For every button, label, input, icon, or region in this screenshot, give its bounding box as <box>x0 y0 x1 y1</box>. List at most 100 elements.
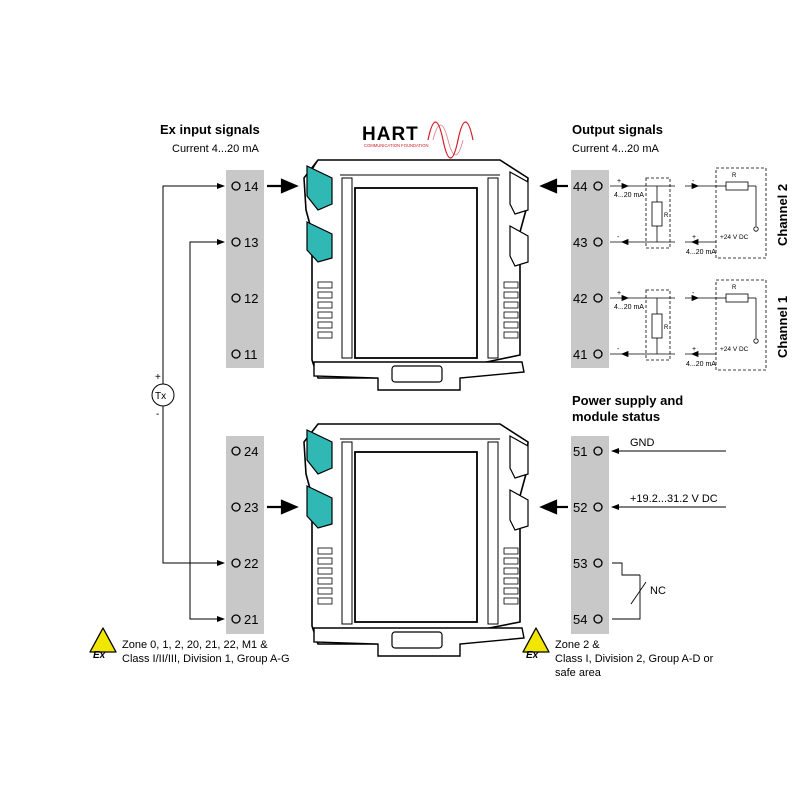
transmitter-minus: - <box>156 409 159 420</box>
channel-2-circuit <box>610 167 767 259</box>
transmitter-loop <box>162 183 225 622</box>
svg-text:-: - <box>692 178 695 185</box>
terminal-circle <box>231 349 241 359</box>
right-zone-line1: Zone 2 & <box>555 639 600 651</box>
loop-current-label: 4...20 mA <box>614 304 644 311</box>
arrow-icon <box>280 178 299 194</box>
module-housing-top <box>303 159 529 391</box>
svg-text:+: + <box>692 234 696 241</box>
terminal-circle <box>593 293 603 303</box>
terminal-strip-left-bottom <box>226 436 264 634</box>
svg-text:-: - <box>692 290 695 297</box>
hart-logo-text: HART <box>362 124 419 145</box>
svg-text:-: - <box>617 234 620 241</box>
resistor-label: R <box>732 173 737 179</box>
module-accent <box>306 165 333 211</box>
right-zone-line2: Class I, Division 2, Group A-D or <box>555 653 714 665</box>
ex-symbol-text: Ex <box>93 650 106 661</box>
module-accent <box>306 429 333 475</box>
output-heading: Output signals <box>572 122 663 137</box>
terminal-circle <box>593 558 603 568</box>
terminal-label: 14 <box>244 179 258 194</box>
terminal-circle <box>593 181 603 191</box>
terminal-label: 21 <box>244 612 258 627</box>
channel-1-label: Channel 1 <box>775 296 790 358</box>
voltage-label: +19.2...31.2 V DC <box>630 493 718 505</box>
terminal-circle <box>231 502 241 512</box>
power-heading-line1: Power supply and <box>572 393 684 408</box>
terminal-label: 44 <box>573 179 587 194</box>
resistor-label: R <box>664 325 669 331</box>
hart-wave-icon <box>427 121 474 159</box>
ex-input-subheading: Current 4...20 mA <box>172 143 259 155</box>
terminal-circle <box>593 614 603 624</box>
module-accent <box>306 485 333 529</box>
module-housing-bottom <box>303 423 529 657</box>
channel-1-circuit <box>610 279 767 371</box>
loop-current-label: 4...20 mA <box>614 192 644 199</box>
terminal-circle <box>231 446 241 456</box>
power-supply-wiring <box>611 448 726 620</box>
resistor-label: R <box>664 213 669 219</box>
arrow-icon <box>280 499 299 515</box>
svg-text:-: - <box>617 346 620 353</box>
loop-current-label: 4...20 mA <box>686 249 716 256</box>
terminal-circle <box>231 614 241 624</box>
terminal-label: 53 <box>573 556 587 571</box>
resistor-icon <box>651 201 663 227</box>
loop-current-label: 4...20 mA <box>686 361 716 368</box>
right-zone-line3: safe area <box>555 667 601 679</box>
terminal-circle <box>593 349 603 359</box>
terminal-strip-left-top <box>226 170 264 368</box>
ex-input-heading: Ex input signals <box>160 122 260 137</box>
terminal-label: 23 <box>244 500 258 515</box>
left-zone-line2: Class I/II/III, Division 1, Group A-G <box>122 653 290 665</box>
ex-symbol-left-icon: Ex <box>89 627 117 661</box>
hart-logo-tagline: COMMUNICATION FOUNDATION <box>364 143 429 148</box>
nc-label: NC <box>650 585 666 597</box>
gnd-label: GND <box>630 437 655 449</box>
supply-label: +24 V DC <box>720 234 749 241</box>
channel-2-label: Channel 2 <box>775 184 790 246</box>
terminal-label: 51 <box>573 444 587 459</box>
terminal-label: 54 <box>573 612 587 627</box>
left-zone-line1: Zone 0, 1, 2, 20, 21, 22, M1 & <box>122 639 268 651</box>
terminal-circle <box>593 502 603 512</box>
module-accent <box>306 221 333 263</box>
supply-label: +24 V DC <box>720 346 749 353</box>
resistor-icon <box>725 181 749 191</box>
terminal-strip-right-bottom <box>571 436 609 634</box>
terminal-strip-right-top <box>571 170 609 368</box>
terminal-circle <box>231 181 241 191</box>
terminal-label: 43 <box>573 235 587 250</box>
svg-text:+: + <box>692 346 696 353</box>
terminal-circle <box>593 237 603 247</box>
terminal-label: 42 <box>573 291 587 306</box>
arrow-icon <box>539 178 558 194</box>
power-heading-line2: module status <box>572 409 661 424</box>
svg-text:+: + <box>617 178 621 185</box>
hart-logo: HART COMMUNICATION FOUNDATION <box>362 121 474 159</box>
resistor-icon <box>651 313 663 339</box>
ex-symbol-text: Ex <box>526 650 539 661</box>
transmitter-label: Tx <box>155 391 166 402</box>
terminal-circle <box>231 293 241 303</box>
terminal-label: 24 <box>244 444 258 459</box>
ex-symbol-right-icon: Ex <box>522 627 550 661</box>
terminal-label: 41 <box>573 347 587 362</box>
arrow-icon <box>539 499 558 515</box>
output-subheading: Current 4...20 mA <box>572 143 659 155</box>
transmitter-icon <box>151 383 175 407</box>
resistor-icon <box>725 293 749 303</box>
terminal-circle <box>231 237 241 247</box>
terminal-circle <box>231 558 241 568</box>
terminal-label: 11 <box>244 347 258 362</box>
terminal-label: 13 <box>244 235 258 250</box>
terminal-label: 52 <box>573 500 587 515</box>
terminal-label: 12 <box>244 291 258 306</box>
terminal-label: 22 <box>244 556 258 571</box>
svg-text:+: + <box>617 290 621 297</box>
terminal-circle <box>593 446 603 456</box>
resistor-label: R <box>732 285 737 291</box>
